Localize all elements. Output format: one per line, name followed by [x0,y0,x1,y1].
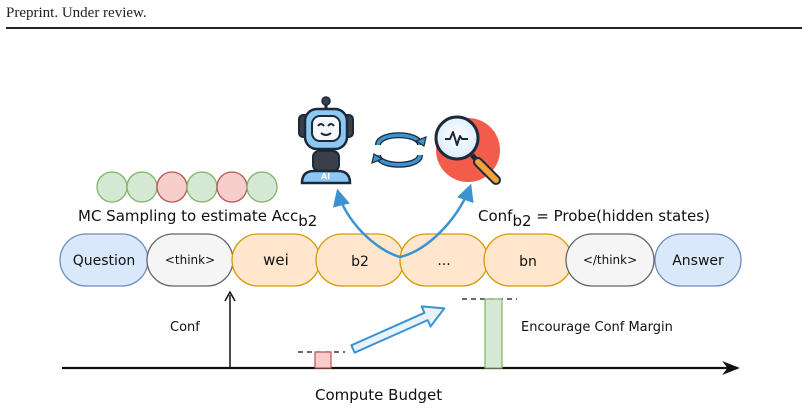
sample-circle-red [216,171,248,203]
mc-sampling-label: MC Sampling to estimate Accb2 [78,207,317,230]
margin-label: Encourage Conf Margin [521,320,673,335]
header-rule [6,27,802,29]
mc-sample-circles [96,171,278,203]
magnifier-icon [434,115,501,185]
high-conf-bar [484,298,503,369]
sample-circle-green [246,171,278,203]
token-sequence: Question <think> wei b2 ... bn </think> … [59,233,742,287]
margin-arrow-icon [350,305,446,354]
arrow-to-robot [332,188,401,259]
sample-circle-green [96,171,128,203]
token-think-close [565,233,655,287]
running-head: Preprint. Under review. [6,5,147,21]
ai-badge: AI [321,172,330,181]
probe-label: Confb2 = Probe(hidden states) [478,207,710,230]
conf-axis-label: Conf [170,320,200,335]
token-think-open-label: <think> [165,253,215,267]
low-conf-bar [314,351,332,369]
cycle-arrows-icon [371,132,427,168]
token-think-close-label: </think> [583,253,637,267]
token-answer [654,233,742,287]
token-bn-label: bn [519,254,537,270]
arrow-to-probe [399,183,474,259]
token-b2-label: b2 [351,254,369,270]
sample-circle-green [186,171,218,203]
token-wei-label: wei [263,251,289,269]
token-answer-label: Answer [672,253,724,269]
token-question-label: Question [73,253,136,269]
robot-icon [298,96,354,185]
token-ellipsis-label: ... [437,253,450,269]
compute-axis-label: Compute Budget [315,386,442,404]
sample-circle-red [156,171,188,203]
sample-circle-green [126,171,158,203]
